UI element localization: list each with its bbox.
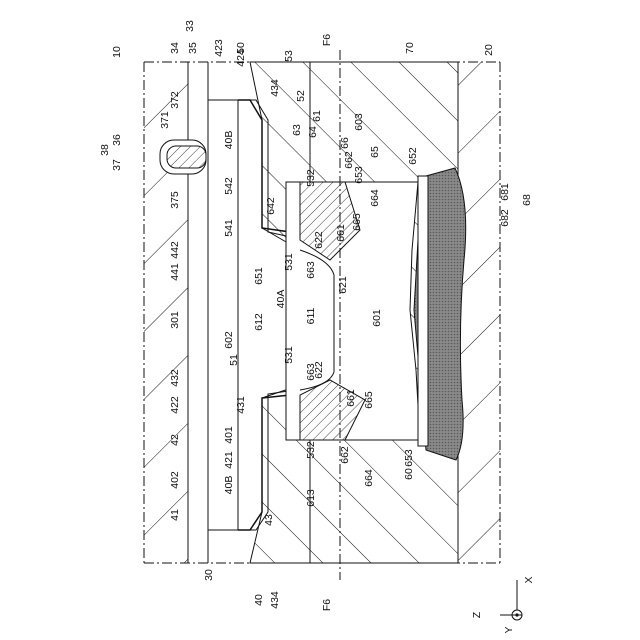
reference-label: 33: [184, 20, 196, 32]
reference-label: 432: [169, 369, 181, 387]
reference-label: 663: [305, 363, 317, 381]
reference-label: 532: [305, 441, 317, 459]
reference-label: 434: [269, 79, 281, 97]
layer-20: [458, 62, 500, 563]
reference-label: 662: [339, 446, 351, 464]
reference-label: 621: [337, 276, 349, 294]
substrate-layer-34: [144, 62, 188, 563]
reference-label: 20: [483, 44, 495, 56]
reference-label: 665: [363, 391, 375, 409]
reference-label: 622: [313, 231, 325, 249]
reference-label: 51: [228, 354, 240, 366]
reference-label: 421: [223, 451, 235, 469]
reference-label: 662: [343, 151, 355, 169]
axis-label: Y: [503, 626, 515, 633]
reference-label: 34: [169, 42, 181, 54]
reference-label: 531: [283, 346, 295, 364]
axis-label: Z: [471, 611, 483, 618]
reference-label: 40B: [223, 131, 235, 150]
reference-label: 68: [521, 194, 533, 206]
reference-label: 36: [111, 134, 123, 146]
reference-label: 301: [169, 311, 181, 329]
reference-label: 70: [404, 42, 416, 54]
reference-label: 441: [169, 263, 181, 281]
reference-label: 442: [169, 241, 181, 259]
reference-label: 664: [363, 469, 375, 487]
reference-label: 663: [305, 261, 317, 279]
reference-label: 681: [499, 183, 511, 201]
reference-label: 422: [169, 396, 181, 414]
reference-label: 40: [253, 594, 265, 606]
reference-label: 531: [283, 253, 295, 271]
reference-label: 371: [159, 111, 171, 129]
axes-indicator: [500, 580, 522, 620]
electrode-65: [418, 176, 428, 446]
reference-label: 542: [223, 177, 235, 195]
reference-label: 664: [369, 189, 381, 207]
reference-label: 35: [187, 42, 199, 54]
reference-label: 541: [223, 219, 235, 237]
reference-label: 65: [369, 146, 381, 158]
reference-label: 64: [307, 126, 319, 138]
reference-label: 66: [339, 137, 351, 149]
reference-label: 602: [223, 331, 235, 349]
reference-label: 40B: [223, 476, 235, 495]
reference-label: 375: [169, 191, 181, 209]
reference-label: 423: [213, 39, 225, 57]
reference-label: 601: [371, 309, 383, 327]
reference-label: 40A: [275, 290, 287, 309]
reference-label: 652: [407, 147, 419, 165]
reference-label: 402: [169, 471, 181, 489]
conductor-pillar-36: [160, 140, 206, 174]
reference-label: 611: [305, 307, 317, 324]
reference-label: 52: [295, 90, 307, 102]
section-mark: F6: [321, 34, 333, 46]
reference-label: 653: [403, 449, 415, 467]
reference-label: 63: [291, 124, 303, 136]
reference-label: 613: [305, 489, 317, 507]
reference-label: 661: [345, 389, 357, 407]
reference-label: 661: [335, 224, 347, 242]
reference-label: 431: [235, 396, 247, 414]
reference-label: 30: [203, 569, 215, 581]
reference-label: 41: [169, 509, 181, 521]
reference-label: 642: [265, 197, 277, 215]
reference-label: 401: [223, 426, 235, 444]
reference-label: 53: [283, 50, 295, 62]
reference-label: 612: [253, 313, 265, 331]
reference-label: 372: [169, 91, 181, 109]
section-mark: F6: [321, 599, 333, 611]
reference-label: 10: [111, 46, 123, 58]
axis-label: X: [523, 576, 535, 583]
reference-label: 61: [311, 110, 323, 122]
reference-label: 665: [351, 213, 363, 231]
reference-label: 682: [499, 209, 511, 227]
reference-label: 434: [269, 591, 281, 609]
reference-label: 38: [99, 144, 111, 156]
reference-label: 60: [403, 468, 415, 480]
reference-label: 651: [253, 267, 265, 285]
reference-label: 603: [353, 113, 365, 131]
reference-label: 43: [263, 514, 275, 526]
reference-label: 42: [169, 434, 181, 446]
reference-label: 37: [111, 159, 123, 171]
reference-label: 532: [305, 169, 317, 187]
reference-label: 424: [235, 49, 247, 67]
